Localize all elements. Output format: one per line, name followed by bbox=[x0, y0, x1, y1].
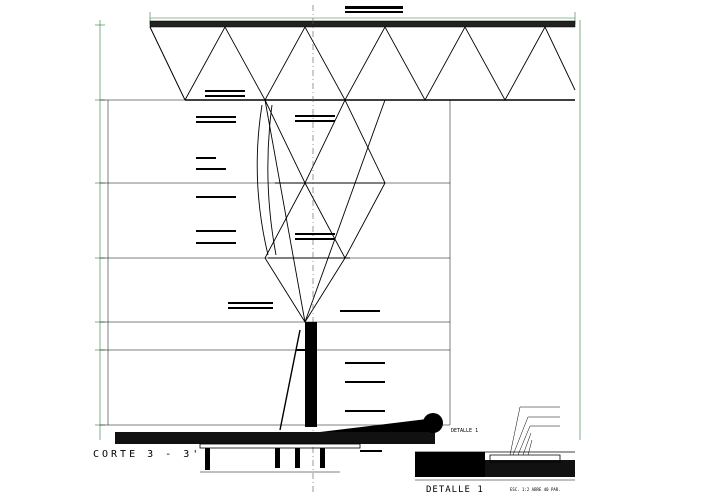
support-column bbox=[279, 322, 317, 431]
detail-callout: DETALLE 1 bbox=[451, 428, 479, 434]
detail-1-drawing bbox=[415, 406, 575, 481]
roof-truss bbox=[149, 20, 576, 101]
dimension-lines bbox=[95, 12, 581, 440]
annotation-marks bbox=[196, 6, 403, 452]
level-lines bbox=[100, 99, 451, 426]
section-title: CORTE 3 - 3' bbox=[93, 449, 202, 460]
scale-note: ESC. 1:2 ABRE 40 PAR. bbox=[510, 487, 561, 492]
detail-title: DETALLE 1 bbox=[426, 485, 484, 495]
foundation bbox=[115, 413, 443, 473]
inverted-truss-column bbox=[256, 98, 386, 323]
